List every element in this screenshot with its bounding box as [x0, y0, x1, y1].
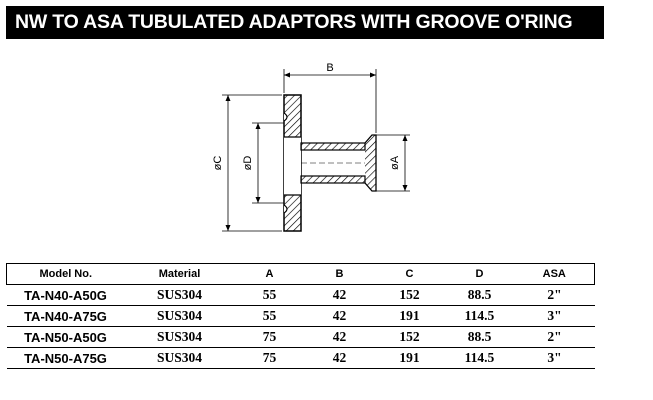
- b-cell: 42: [304, 284, 375, 306]
- dimension-a: øA: [376, 134, 410, 192]
- model-cell: TA-N40-A50G: [6, 284, 125, 306]
- a-cell: 55: [234, 284, 305, 306]
- d-cell: 88.5: [444, 284, 515, 306]
- col-header-a: A: [234, 263, 305, 285]
- tube-section: [300, 142, 366, 184]
- col-header-model: Model No.: [6, 263, 125, 285]
- c-cell: 191: [374, 347, 445, 369]
- table-row: TA-N50-A75G SUS304 75 42 191 114.5 3": [6, 347, 595, 369]
- b-cell: 42: [304, 305, 375, 327]
- table-header-row: Model No. Material A B C D ASA: [6, 263, 595, 285]
- b-cell: 42: [304, 326, 375, 348]
- a-cell: 75: [234, 326, 305, 348]
- dimension-b: B: [283, 62, 377, 133]
- d-cell: 114.5: [444, 305, 515, 327]
- d-cell: 88.5: [444, 326, 515, 348]
- model-cell: TA-N50-A50G: [6, 326, 125, 348]
- model-cell: TA-N50-A75G: [6, 347, 125, 369]
- page-title: NW TO ASA TUBULATED ADAPTORS WITH GROOVE…: [6, 6, 604, 39]
- flange-section: [283, 94, 302, 232]
- col-header-asa: ASA: [514, 263, 595, 285]
- dimension-d-label: øD: [242, 156, 254, 171]
- asa-cell: 2": [514, 326, 595, 348]
- material-cell: SUS304: [124, 284, 235, 306]
- c-cell: 152: [374, 284, 445, 306]
- adaptor-drawing: B øC øD øA: [212, 62, 410, 232]
- c-cell: 152: [374, 326, 445, 348]
- col-header-d: D: [444, 263, 515, 285]
- tube-end-flare: [364, 134, 377, 192]
- material-cell: SUS304: [124, 326, 235, 348]
- dimension-c: øC: [212, 94, 282, 232]
- dimension-b-label: B: [326, 62, 333, 74]
- material-cell: SUS304: [124, 347, 235, 369]
- a-cell: 55: [234, 305, 305, 327]
- asa-cell: 2": [514, 284, 595, 306]
- table-row: TA-N40-A50G SUS304 55 42 152 88.5 2": [6, 284, 595, 306]
- b-cell: 42: [304, 347, 375, 369]
- asa-cell: 3": [514, 305, 595, 327]
- model-cell: TA-N40-A75G: [6, 305, 125, 327]
- dimension-a-label: øA: [389, 155, 401, 170]
- table-row: TA-N50-A50G SUS304 75 42 152 88.5 2": [6, 326, 595, 348]
- dimension-c-label: øC: [212, 156, 224, 171]
- d-cell: 114.5: [444, 347, 515, 369]
- col-header-b: B: [304, 263, 375, 285]
- dimension-d: øD: [242, 122, 284, 204]
- spec-table: Model No. Material A B C D ASA TA-N40-A5…: [6, 263, 595, 369]
- asa-cell: 3": [514, 347, 595, 369]
- table-row: TA-N40-A75G SUS304 55 42 191 114.5 3": [6, 305, 595, 327]
- col-header-material: Material: [124, 263, 235, 285]
- col-header-c: C: [374, 263, 445, 285]
- a-cell: 75: [234, 347, 305, 369]
- c-cell: 191: [374, 305, 445, 327]
- material-cell: SUS304: [124, 305, 235, 327]
